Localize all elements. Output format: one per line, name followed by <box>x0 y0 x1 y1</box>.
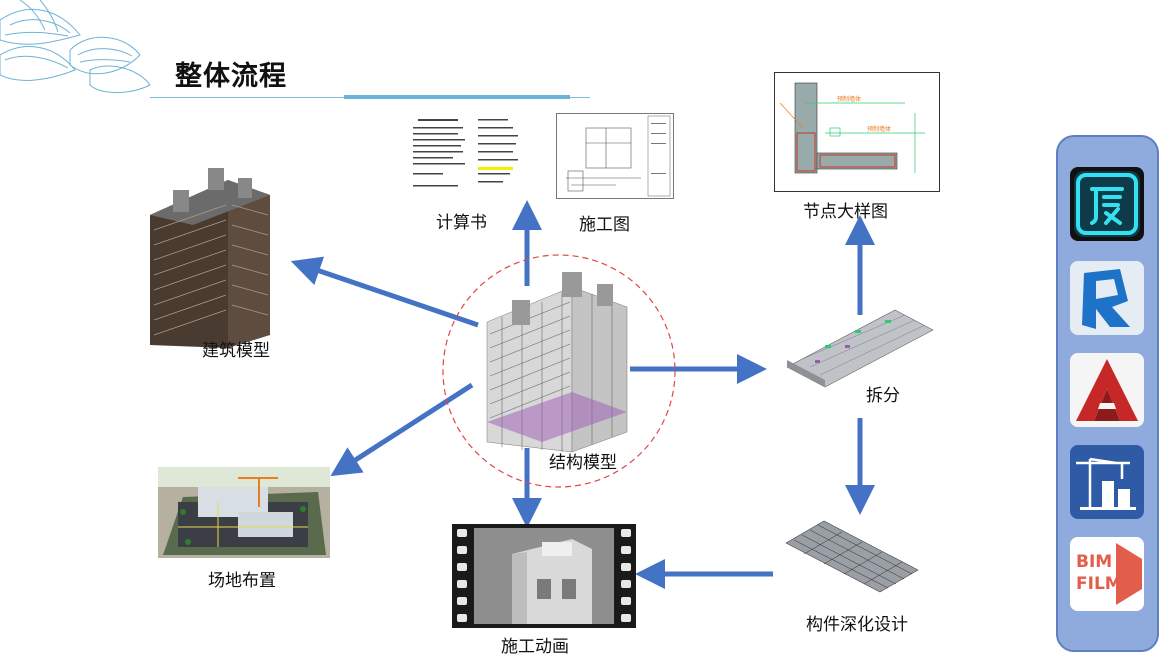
construction-drawing-image <box>556 113 674 199</box>
detail-annotation-b: 预制墙体 <box>867 125 891 133</box>
title-accent-bar <box>344 95 570 99</box>
detail-annotation-a: 预制墙体 <box>837 95 861 103</box>
calc-book-label: 计算书 <box>436 213 487 233</box>
component-design-label: 构件深化设计 <box>806 615 908 635</box>
bimfilm-text-line2: FILM <box>1076 574 1122 594</box>
structure-model-label: 结构模型 <box>549 453 617 473</box>
split-label: 拆分 <box>866 386 900 406</box>
revit-icon[interactable] <box>1070 261 1144 335</box>
bimfilm-icon[interactable]: BIM FILM <box>1070 537 1144 611</box>
construction-drawing-label: 施工图 <box>579 215 630 235</box>
site-layout-label: 场地布置 <box>208 571 276 591</box>
software-sidebar: BIM FILM <box>1056 135 1159 652</box>
structure-model-image <box>486 272 628 453</box>
split-model-image <box>786 309 934 388</box>
site-layout-image <box>158 467 330 558</box>
page-title: 整体流程 <box>175 61 287 92</box>
component-design-image <box>785 520 919 593</box>
node-detail-label: 节点大样图 <box>803 202 888 222</box>
arrow-to-site-layout <box>330 382 474 477</box>
construction-animation-image <box>452 524 636 628</box>
arrow-to-building-model <box>290 256 479 328</box>
construction-crane-icon[interactable] <box>1070 445 1144 519</box>
bimfilm-text-line1: BIM <box>1076 552 1112 572</box>
calc-book-image <box>408 113 526 203</box>
building-model-image <box>150 168 270 348</box>
glodon-icon[interactable] <box>1070 167 1144 241</box>
node-detail-image: 预制墙体 预制墙体 <box>774 72 940 192</box>
building-model-label: 建筑模型 <box>202 341 270 361</box>
floral-decoration <box>0 0 151 93</box>
autocad-icon[interactable] <box>1070 353 1144 427</box>
structure-model-highlight-circle <box>442 254 676 488</box>
construction-animation-label: 施工动画 <box>501 637 569 657</box>
